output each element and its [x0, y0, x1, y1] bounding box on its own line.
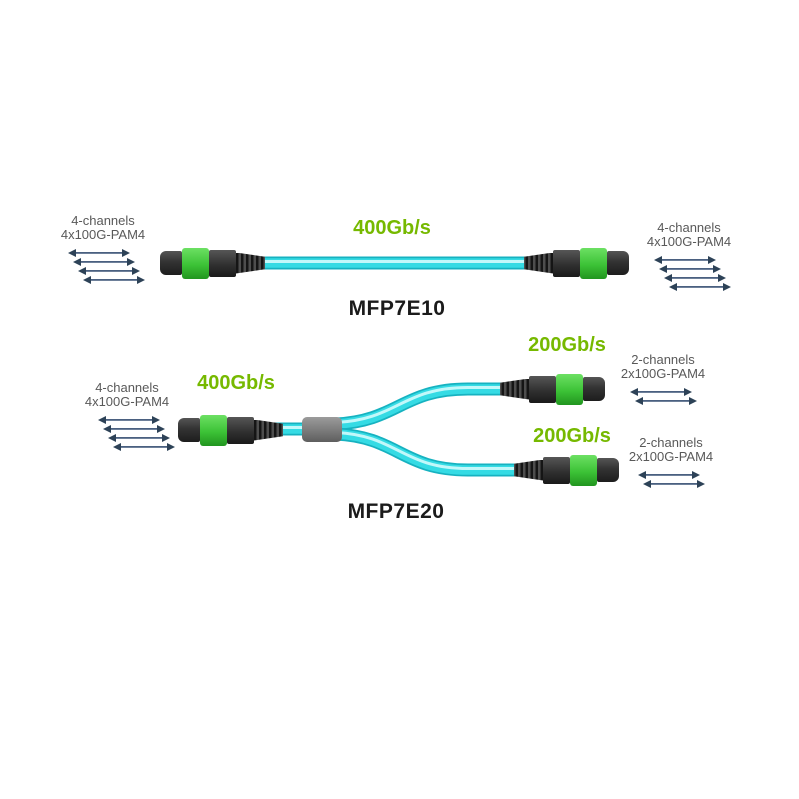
channel-arrows — [654, 256, 744, 291]
connector-green-band — [556, 373, 583, 405]
branch-lower-path — [329, 427, 539, 477]
straight-cable-path — [249, 256, 543, 270]
connector-boot — [236, 252, 265, 274]
connector-tip — [583, 377, 605, 401]
channel-label-line: 2x100G-PAM4 — [628, 449, 714, 464]
channel-arrow — [78, 267, 140, 275]
channel-arrow — [73, 258, 135, 266]
channel-label-line: 4-channels — [95, 380, 159, 395]
channel-arrows — [638, 471, 726, 488]
channel-arrows — [98, 416, 182, 451]
speed-label-400g-top: 400Gb/s — [353, 217, 431, 239]
channel-label-line: 4-channels — [71, 213, 135, 228]
connector-boot — [500, 379, 529, 400]
connector-green-band — [570, 454, 597, 486]
splitter-body — [302, 417, 342, 442]
channel-label-branch-upper: 2-channels 2x100G-PAM4 — [608, 353, 718, 406]
mpo-connector-top-left — [160, 247, 265, 279]
connector-body — [553, 249, 580, 277]
channel-label-line: 4x100G-PAM4 — [646, 234, 732, 249]
channel-arrow — [83, 276, 145, 284]
channel-label-line: 4x100G-PAM4 — [84, 394, 170, 409]
model-label-mfp7e10: MFP7E10 — [348, 297, 446, 320]
connector-body — [543, 456, 570, 484]
channel-arrow — [68, 249, 130, 257]
connector-green-band — [580, 247, 607, 279]
mpo-connector-branch-lower — [514, 454, 619, 486]
channel-label-line: 2-channels — [631, 352, 695, 367]
channel-arrows — [630, 388, 718, 405]
channel-label-top-right: 4-channels 4x100G-PAM4 — [634, 221, 744, 292]
channel-arrow — [664, 274, 726, 282]
connector-body — [227, 416, 254, 444]
channel-arrow — [669, 283, 731, 291]
channel-label-bottom-left: 4-channels 4x100G-PAM4 — [72, 381, 182, 452]
channel-arrow — [630, 388, 692, 396]
channel-arrow — [659, 265, 721, 273]
connector-green-band — [182, 247, 209, 279]
connector-tip — [178, 418, 200, 442]
channel-label-branch-lower: 2-channels 2x100G-PAM4 — [616, 436, 726, 489]
speed-label-200g-upper: 200Gb/s — [528, 334, 606, 356]
connector-body — [209, 249, 236, 277]
channel-arrow — [113, 443, 175, 451]
connector-boot — [254, 419, 283, 441]
channel-arrow — [98, 416, 160, 424]
connector-green-band — [200, 414, 227, 446]
channel-arrow — [108, 434, 170, 442]
mpo-connector-branch-upper — [500, 373, 605, 405]
channel-label-top-left: 4-channels 4x100G-PAM4 — [48, 214, 158, 285]
connector-boot — [524, 253, 553, 274]
channel-arrow — [635, 397, 697, 405]
mpo-connector-top-right — [524, 247, 629, 279]
branch-upper-path — [329, 382, 525, 431]
connector-tip — [160, 251, 182, 275]
channel-arrow — [638, 471, 700, 479]
speed-label-400g-trunk: 400Gb/s — [197, 372, 275, 394]
connector-tip — [607, 251, 629, 275]
channel-label-line: 4-channels — [657, 220, 721, 235]
channel-arrow — [654, 256, 716, 264]
channel-label-line: 2-channels — [639, 435, 703, 450]
channel-arrow — [643, 480, 705, 488]
channel-arrow — [103, 425, 165, 433]
channel-arrows — [68, 249, 158, 284]
channel-label-line: 2x100G-PAM4 — [620, 366, 706, 381]
model-label-mfp7e20: MFP7E20 — [347, 500, 445, 523]
mpo-connector-trunk — [178, 414, 283, 446]
connector-boot — [514, 460, 543, 481]
connector-body — [529, 375, 556, 403]
speed-label-200g-lower: 200Gb/s — [533, 425, 611, 447]
channel-label-line: 4x100G-PAM4 — [60, 227, 146, 242]
